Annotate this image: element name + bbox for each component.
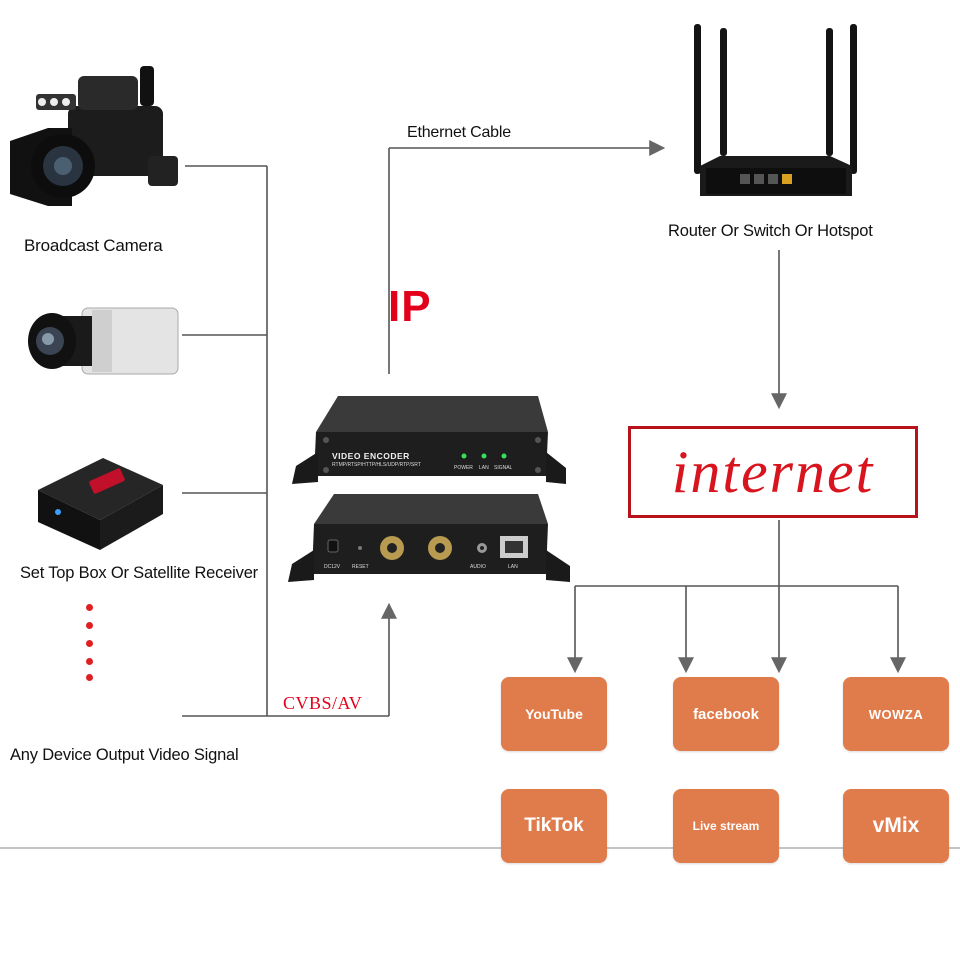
encoder-title: VIDEO ENCODER xyxy=(332,451,410,461)
led-lan-label: LAN xyxy=(479,465,489,471)
port-reset-label: RESET xyxy=(352,564,369,570)
led-power-label: POWER xyxy=(454,465,473,471)
set-top-box-label: Set Top Box Or Satellite Receiver xyxy=(20,564,258,582)
platform-wowza-label: WOWZA xyxy=(868,706,924,722)
platform-facebook: facebook xyxy=(673,677,779,751)
platform-tiktok: TikTok xyxy=(501,789,607,863)
platform-live-stream-label: Live stream xyxy=(692,819,760,833)
router-icon xyxy=(694,24,857,196)
port-dc12v-label: DC12V xyxy=(324,564,341,570)
broadcast-camera-icon xyxy=(10,66,178,206)
cvbs-av-label: CVBS/AV xyxy=(283,693,363,713)
internet-label: internet xyxy=(671,438,875,505)
broadcast-camera-label: Broadcast Camera xyxy=(24,236,163,255)
more-devices-dots xyxy=(86,604,94,684)
ip-label: IP xyxy=(388,282,432,331)
port-audio-label: AUDIO xyxy=(470,564,486,570)
port-lan-label: LAN xyxy=(508,564,518,570)
platform-tiktok-label: TikTok xyxy=(524,815,584,836)
router-label: Router Or Switch Or Hotspot xyxy=(668,222,873,240)
any-device-label: Any Device Output Video Signal xyxy=(10,746,239,764)
led-signal-label: SIGNAL xyxy=(494,465,513,471)
video-encoder-rear: DC12V RESET AUDIO LAN xyxy=(284,490,574,586)
encoder-protocols: RTMP/RTSP/HTTP/HLS/UDP/RTP/SRT xyxy=(332,462,421,468)
cctv-camera-icon xyxy=(28,307,179,375)
internet-box: internet xyxy=(628,426,918,518)
platform-vmix: vMix xyxy=(843,789,949,863)
platform-wowza: WOWZA xyxy=(843,677,949,751)
ethernet-cable-label: Ethernet Cable xyxy=(407,124,511,141)
video-encoder-front: VIDEO ENCODER RTMP/RTSP/HTTP/HLS/UDP/RTP… xyxy=(288,392,570,488)
platform-youtube: YouTube xyxy=(501,677,607,751)
platform-youtube-label: YouTube xyxy=(525,706,583,722)
platform-facebook-label: facebook xyxy=(693,705,759,723)
platform-live-stream: Live stream xyxy=(673,789,779,863)
platform-vmix-label: vMix xyxy=(872,814,920,837)
set-top-box-icon xyxy=(38,458,163,550)
